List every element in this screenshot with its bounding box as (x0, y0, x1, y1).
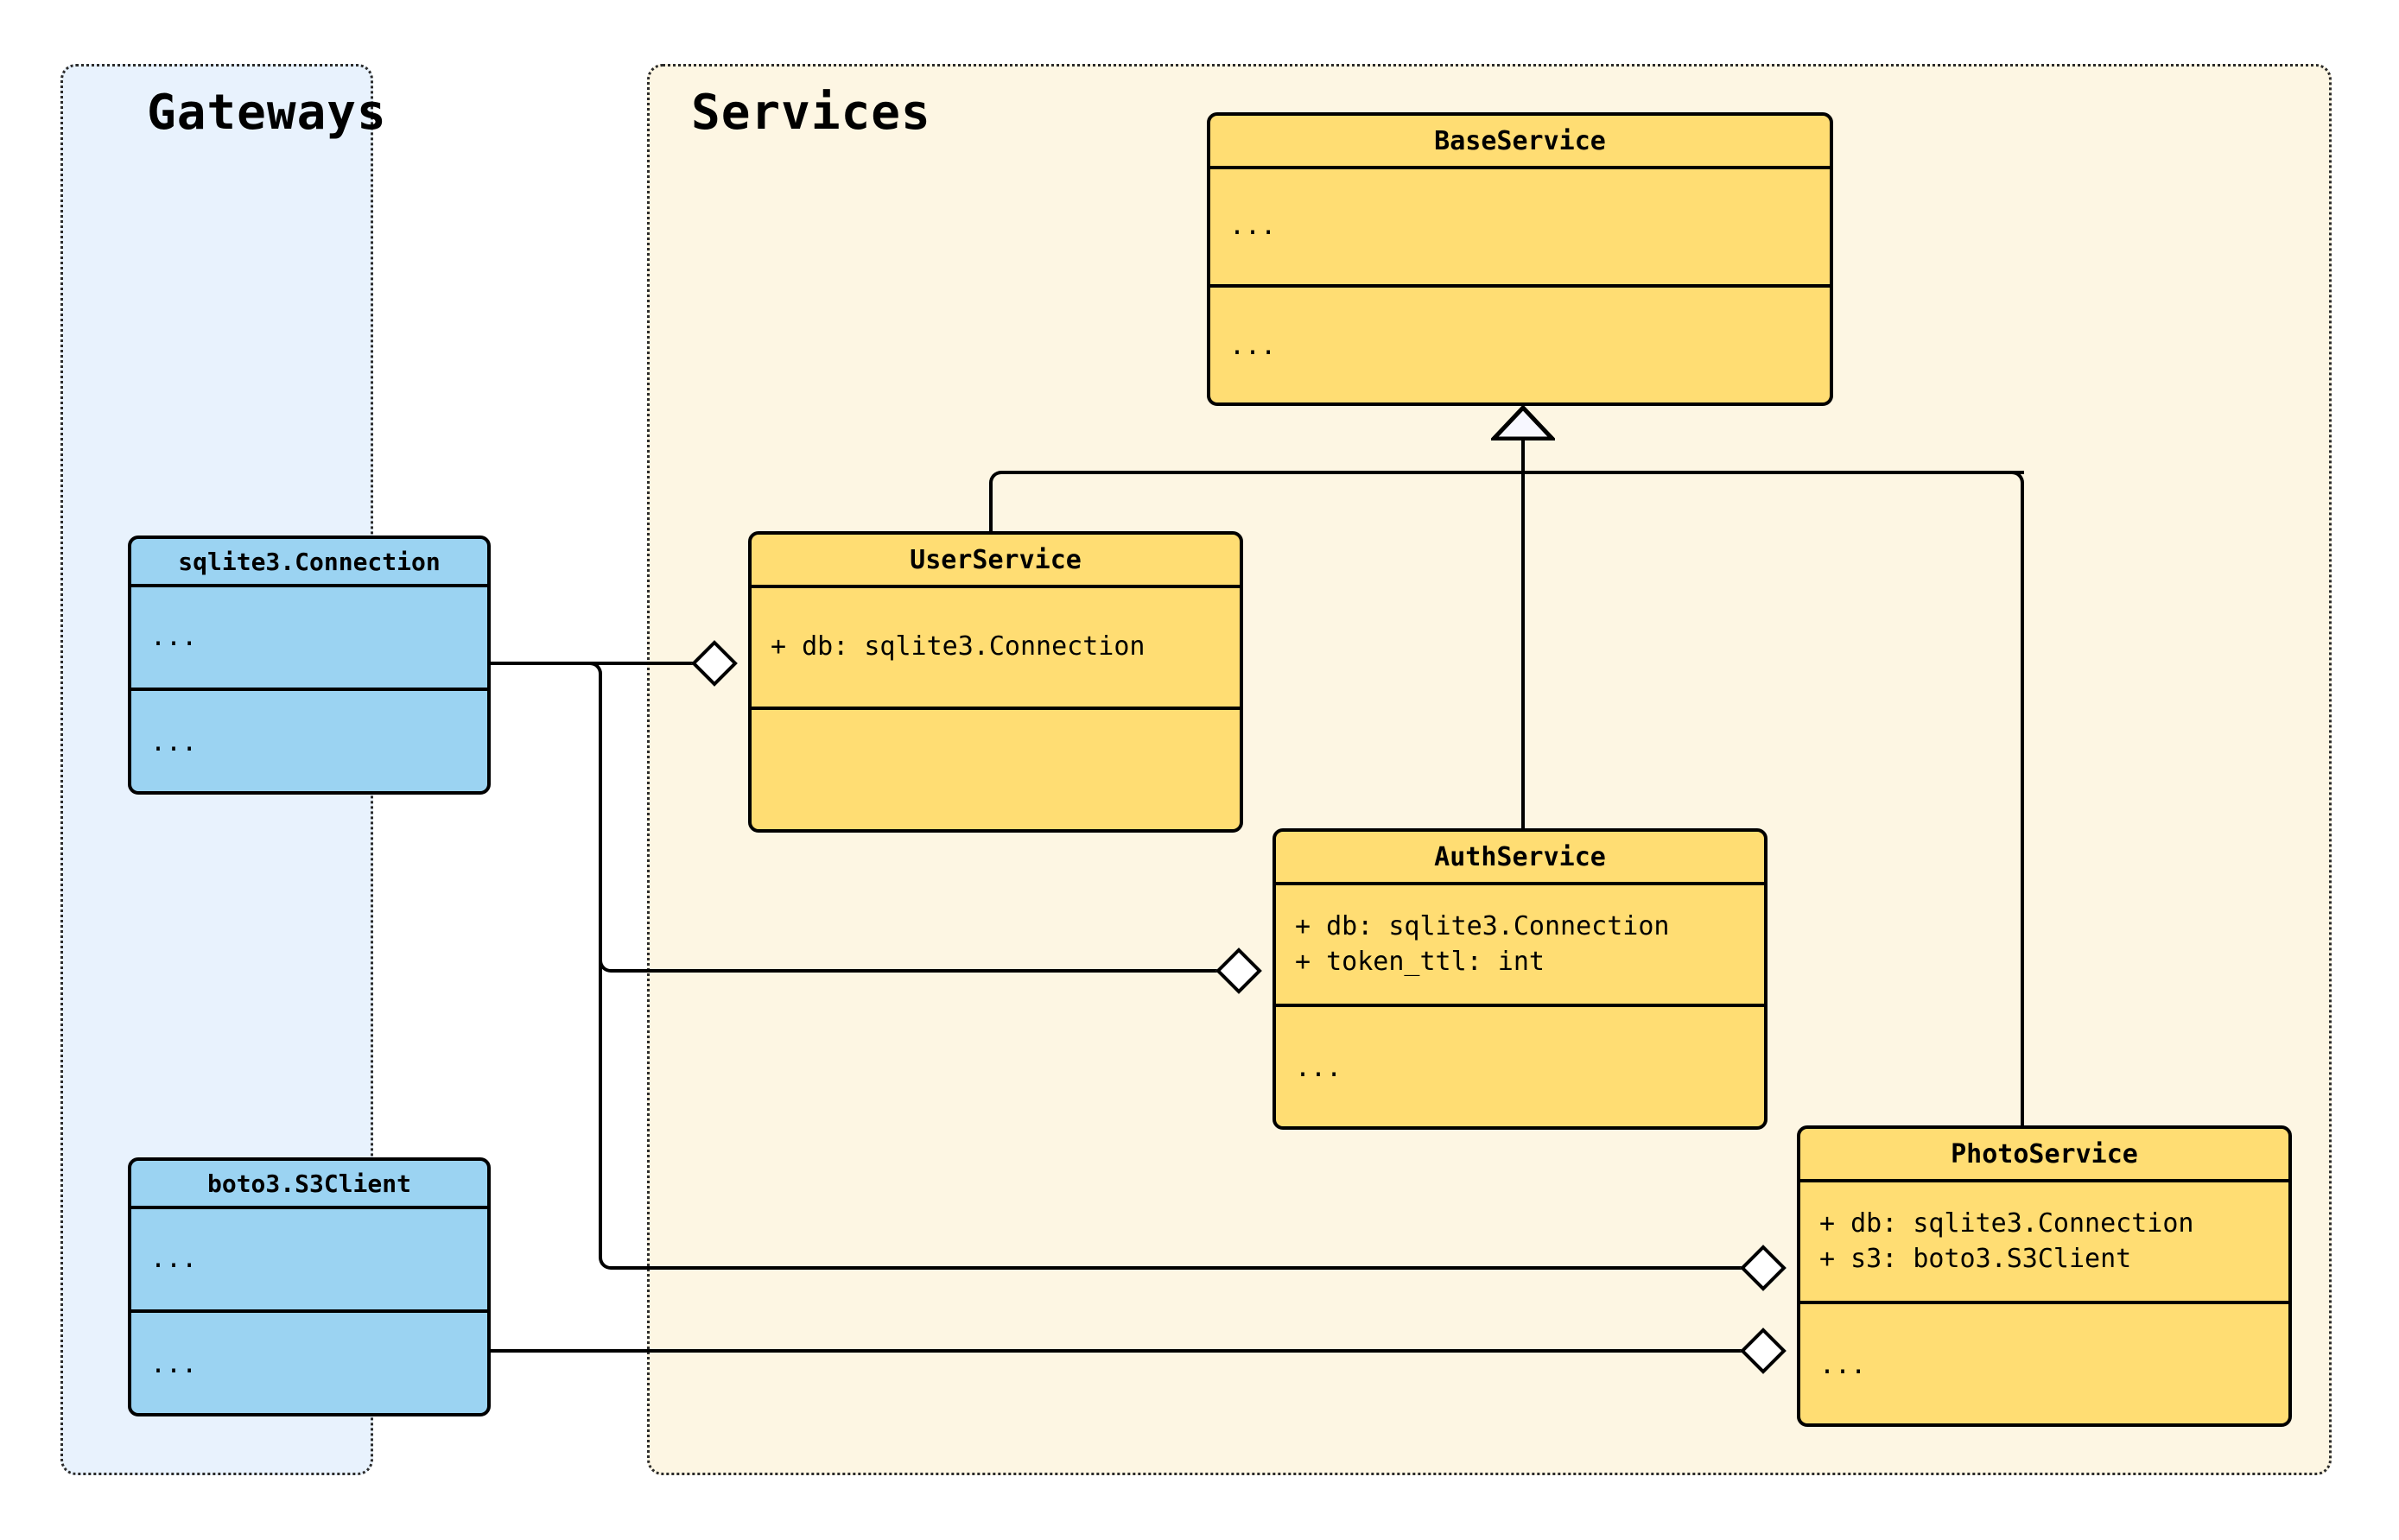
class-box-user-service[interactable]: UserService + db: sqlite3.Connection (748, 531, 1243, 833)
class-methods-base-service: ... (1229, 331, 1277, 362)
class-attributes-base-service: ... (1210, 169, 1830, 288)
class-methods-sqlite3-connection: ... (150, 726, 198, 757)
class-title-base-service: BaseService (1210, 116, 1830, 169)
inheritance-line-user (989, 484, 993, 532)
attribute-row: + db: sqlite3.Connection (1295, 911, 1670, 942)
attribute-row: + token_ttl: int (1295, 946, 1545, 977)
inheritance-line-photo (2021, 484, 2024, 1136)
package-services-title: Services (691, 85, 931, 141)
class-box-boto3-s3client[interactable]: boto3.S3Client ... ... (128, 1157, 491, 1416)
class-title-boto3-s3client: boto3.S3Client (131, 1161, 487, 1209)
class-box-photo-service[interactable]: PhotoService + db: sqlite3.Connection + … (1797, 1125, 2292, 1427)
class-attributes-boto3-s3client: ... (131, 1209, 487, 1313)
assoc-trunk-vertical-lower (599, 969, 602, 1254)
class-title-photo-service: PhotoService (1800, 1129, 2288, 1182)
assoc-auth-elbow (599, 957, 614, 973)
inheritance-line-auth (1521, 432, 1525, 835)
class-title-sqlite3-connection: sqlite3.Connection (131, 539, 487, 587)
assoc-sqlite-to-authservice (611, 969, 1231, 973)
attribute-row: + s3: boto3.S3Client (1819, 1243, 2132, 1274)
class-attributes-user-service: + db: sqlite3.Connection (752, 588, 1240, 710)
class-title-auth-service: AuthService (1276, 832, 1764, 885)
class-box-base-service[interactable]: BaseService ... ... (1207, 112, 1833, 406)
assoc-sqlite-to-photoservice (611, 1266, 1779, 1270)
assoc-photo-db-elbow (599, 1254, 614, 1270)
class-box-auth-service[interactable]: AuthService + db: sqlite3.Connection + t… (1272, 828, 1768, 1130)
class-box-sqlite3-connection[interactable]: sqlite3.Connection ... ... (128, 536, 491, 795)
class-attributes-photo-service: + db: sqlite3.Connection + s3: boto3.S3C… (1800, 1182, 2288, 1304)
class-methods-photo-service: ... (1819, 1349, 1867, 1380)
package-gateways-title: Gateways (147, 85, 387, 141)
inheritance-elbow-left (989, 471, 1005, 486)
inheritance-triangle-icon (1488, 404, 1558, 441)
class-attributes-auth-service: + db: sqlite3.Connection + token_ttl: in… (1276, 885, 1764, 1007)
inheritance-elbow-right (2009, 471, 2024, 486)
class-methods-user-service (752, 710, 1240, 829)
inheritance-bus (1001, 471, 2024, 474)
class-methods-boto3-s3client: ... (150, 1348, 198, 1379)
assoc-trunk-elbow-top (587, 662, 602, 677)
assoc-userservice-approach (599, 662, 694, 665)
class-title-user-service: UserService (752, 535, 1240, 588)
assoc-boto3-to-photoservice (489, 1349, 1779, 1353)
attribute-row: + db: sqlite3.Connection (1819, 1208, 2194, 1239)
assoc-trunk-vertical (599, 675, 602, 972)
class-attributes-sqlite3-connection: ... (131, 587, 487, 691)
class-methods-auth-service: ... (1295, 1052, 1342, 1083)
